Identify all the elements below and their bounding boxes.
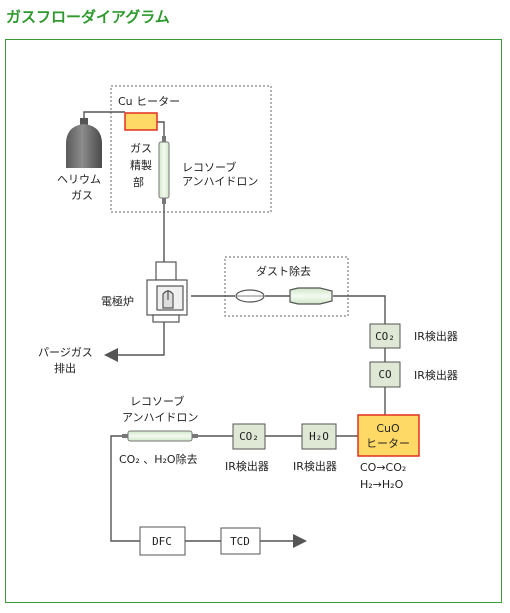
helium-cylinder-icon xyxy=(66,118,102,168)
h2o-detector: H₂O xyxy=(301,423,337,450)
helium-label-2: ガス xyxy=(71,189,93,202)
ir-detector-co2-caption: IR検出器 xyxy=(225,459,269,473)
lecosorb-horizontal-tube-icon xyxy=(122,430,198,442)
tcd-label: TCD xyxy=(230,535,250,548)
co2-detector-right-caption: IR検出器 xyxy=(414,329,458,343)
cuo-heater-label-2: ヒーター xyxy=(366,437,410,450)
co2-detector-right: CO₂ xyxy=(369,323,401,349)
gas-purification-group xyxy=(110,85,272,213)
purge-arrow-icon xyxy=(104,348,118,362)
lecosorb-top-label-1: レコソーブ xyxy=(182,160,236,174)
dust-removal-label: ダスト除去 xyxy=(256,264,311,278)
reaction-co-label: CO→CO₂ xyxy=(360,461,406,474)
electrode-furnace-icon xyxy=(146,261,188,323)
furnace-label: 電極炉 xyxy=(101,294,134,308)
co2-h2o-removal-label: CO₂ 、H₂O除去 xyxy=(119,452,198,466)
gas-purify-label-3: 部 xyxy=(133,175,144,189)
flow-lines xyxy=(83,111,386,542)
page-title: ガスフローダイアグラム xyxy=(6,8,170,26)
helium-label-1: ヘリウム xyxy=(57,173,101,186)
h2o-detector-label: H₂O xyxy=(309,430,329,443)
dfc-box: DFC xyxy=(139,526,186,556)
cuo-heater-label-1: CuO xyxy=(376,422,400,435)
co-detector-right: CO xyxy=(369,361,401,388)
cu-heater-box xyxy=(124,112,158,131)
purge-label-2: 排出 xyxy=(54,361,76,375)
lecosorb-top-label-2: アンハイドロン xyxy=(182,175,258,188)
co-detector-right-caption: IR検出器 xyxy=(414,368,458,382)
co2-detector-right-label: CO₂ xyxy=(375,330,395,343)
dust-trap-icon xyxy=(289,287,333,305)
co2-detector-bottom-label: CO₂ xyxy=(239,430,259,443)
gas-purify-label-2: 精製 xyxy=(130,158,152,172)
co-detector-right-label: CO xyxy=(378,368,391,381)
lecosorb-bottom-label-1: レコソーブ xyxy=(130,394,184,408)
tcd-box: TCD xyxy=(220,527,261,555)
purge-label-1: パージガス xyxy=(38,346,93,359)
cuo-heater: CuO ヒーター xyxy=(357,414,420,457)
diagram-frame xyxy=(5,39,502,603)
dust-filter-icon xyxy=(235,289,265,303)
cu-heater-label: Cu ヒーター xyxy=(118,95,180,108)
gas-purify-label-1: ガス xyxy=(130,142,152,155)
lecosorb-bottom-label-2: アンハイドロン xyxy=(122,411,198,424)
co2-detector-bottom: CO₂ xyxy=(232,423,266,450)
reaction-h2-label: H₂→H₂O xyxy=(360,478,404,491)
ir-detector-h2o-caption: IR検出器 xyxy=(293,459,337,473)
tcd-exit-arrow-icon xyxy=(293,534,307,548)
dust-removal-group xyxy=(224,256,349,317)
lecosorb-tube-icon xyxy=(158,136,170,204)
dfc-label: DFC xyxy=(152,535,172,548)
